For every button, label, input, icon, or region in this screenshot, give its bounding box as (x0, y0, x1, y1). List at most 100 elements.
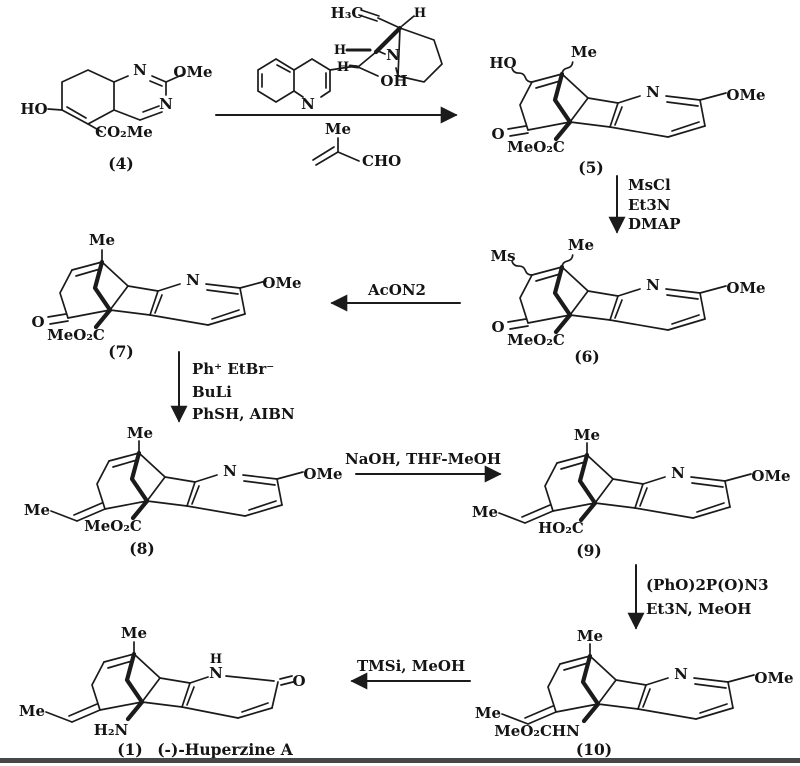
c1-amine-label: H₂N (94, 721, 129, 739)
compound-6-skeleton (507, 267, 727, 332)
reagent-buli: BuLi (192, 383, 232, 401)
c7-id-label: (7) (108, 342, 133, 361)
compound-7: Me O MeO₂C N OMe (7) (31, 231, 301, 361)
c1-id-label: (1) (117, 740, 142, 759)
reagent-dmap: DMAP (628, 215, 681, 233)
c9-acid-label: HO₂C (538, 519, 584, 537)
c4-ome-label: OMe (173, 63, 212, 81)
c10-me-left-label: Me (475, 704, 501, 722)
c4-id-label: (4) (108, 154, 133, 173)
c1-me-top-label: Me (121, 624, 147, 642)
c9-me-top-label: Me (574, 426, 600, 444)
compound-4-skeleton (47, 69, 185, 133)
c1-name-label: (-)-Huperzine A (157, 740, 294, 759)
c4-n1-label: N (133, 61, 147, 79)
compound-8: Me Me MeO₂C N OMe (8) (24, 424, 343, 558)
c1-me-left-label: Me (19, 702, 45, 720)
c10-n-label: N (674, 665, 688, 683)
c10-me-top-label: Me (577, 627, 603, 645)
c5-me-wavy-bond (561, 61, 574, 75)
compound-9-skeleton (498, 455, 752, 524)
step-9-to-10: (PhO)2P(O)N3 Et3N, MeOH (627, 564, 769, 630)
c10-carbamate-label: MeO₂CHN (494, 722, 580, 740)
reagent-ph-etbr: Ph⁺ EtBr⁻ (192, 360, 274, 378)
catalyst-h-c9-label: H (337, 60, 349, 75)
reagent-phsh-aibn: PhSH, AIBN (192, 405, 295, 423)
c6-me-wavy-bond (561, 254, 574, 268)
c1-nh-h-label: H (210, 652, 222, 667)
c8-me-left-label: Me (24, 501, 50, 519)
compound-5: HO Me O MeO₂C N OMe (5) (489, 43, 765, 177)
c5-id-label: (5) (578, 158, 603, 177)
catalyst-oh-label: OH (380, 72, 407, 90)
c9-n-label: N (671, 464, 685, 482)
c1-o-label: O (292, 672, 305, 690)
c4-ho-label: HO (20, 100, 47, 118)
compound-1: Me Me H₂N H N O (1) (-)-Huperzine A (19, 624, 306, 759)
c6-me-label: Me (568, 236, 594, 254)
c7-ome-label: OMe (262, 274, 301, 292)
step-10-to-1: TMSi, MeOH (350, 657, 471, 690)
catalyst-h3c-label: H₃C (331, 4, 364, 22)
step-8-to-9: NaOH, THF-MeOH (345, 450, 502, 483)
c9-me-left-label: Me (472, 503, 498, 521)
compound-9: Me Me HO₂C N OMe (9) (472, 426, 791, 560)
methacrolein-me-label: Me (325, 120, 351, 138)
catalyst-n-quinuclidine-label: N (386, 46, 400, 64)
c6-id-label: (6) (574, 347, 599, 366)
c6-ms-label: Ms (490, 247, 515, 265)
catalyst-n-quinoline-label: N (301, 95, 315, 113)
c5-ho-wavy-bond (511, 67, 533, 83)
c8-ome-label: OMe (303, 465, 342, 483)
compound-6: Ms Me O MeO₂C N OMe (6) (490, 236, 765, 366)
reagent-et3n: Et3N (628, 196, 671, 214)
c7-o-label: O (31, 313, 44, 331)
c7-me-label: Me (89, 231, 115, 249)
methacrolein: Me CHO (312, 120, 401, 170)
reagent-acon2: AcON2 (367, 281, 426, 299)
c5-ome-label: OMe (726, 86, 765, 104)
c8-ester-label: MeO₂C (84, 517, 142, 535)
catalyst-skeleton (257, 9, 443, 103)
reagent-tmsi-meoh: TMSi, MeOH (357, 657, 465, 675)
c5-ho-label: HO (489, 54, 516, 72)
c9-id-label: (9) (576, 541, 601, 560)
c5-ester-label: MeO₂C (507, 138, 565, 156)
c8-me-top-label: Me (127, 424, 153, 442)
step-6-to-7: AcON2 (330, 281, 461, 312)
compound-4: HO N N OMe CO₂Me (4) (20, 61, 212, 173)
c4-n3-label: N (159, 95, 173, 113)
methacrolein-cho-label: CHO (362, 152, 401, 170)
c4-ester-label: CO₂Me (95, 123, 153, 141)
c10-id-label: (10) (576, 740, 612, 759)
reagent-et3n-meoh: Et3N, MeOH (646, 600, 751, 618)
methacrolein-skeleton (312, 137, 360, 166)
c7-n-label: N (186, 271, 200, 289)
reagent-mscl: MsCl (628, 176, 671, 194)
c5-me-label: Me (571, 43, 597, 61)
scan-artifact-line (0, 758, 800, 763)
compound-5-skeleton (507, 74, 727, 139)
c9-ome-label: OMe (751, 467, 790, 485)
c1-nh-n-label: N (209, 664, 223, 682)
step-7-to-8: Ph⁺ EtBr⁻ BuLi PhSH, AIBN (170, 351, 295, 423)
catalyst-h-c8-label: H (334, 43, 346, 58)
c6-ome-label: OMe (726, 279, 765, 297)
c6-ms-wavy-bond (511, 260, 533, 276)
catalyst: H₃C H H H N OH N (257, 4, 443, 113)
compound-10-skeleton (501, 656, 755, 725)
reagent-dppa: (PhO)2P(O)N3 (646, 576, 769, 594)
c5-n-label: N (646, 83, 660, 101)
c8-id-label: (8) (129, 539, 154, 558)
c8-n-label: N (223, 462, 237, 480)
compound-1-skeleton (45, 654, 294, 723)
c7-ester-label: MeO₂C (47, 326, 105, 344)
c10-ome-label: OMe (754, 669, 793, 687)
compound-7-skeleton (47, 262, 267, 327)
step-5-to-6: MsCl Et3N DMAP (608, 175, 681, 234)
compound-8-skeleton (50, 453, 304, 522)
compound-10: Me Me MeO₂CHN N OMe (10) (475, 627, 794, 759)
reagent-naoh-thf-meoh: NaOH, THF-MeOH (345, 450, 501, 468)
